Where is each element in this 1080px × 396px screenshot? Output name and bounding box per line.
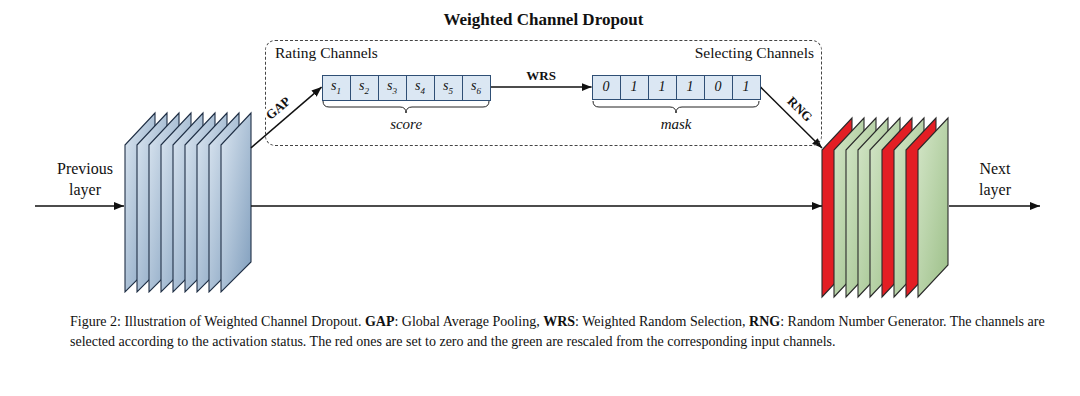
cell-value: 1: [631, 79, 638, 95]
cell-value: s4: [415, 78, 425, 99]
edge-label: GAP: [262, 92, 296, 124]
input-feature-stack: Previous layer: [125, 113, 251, 293]
vector-cell: 0: [592, 75, 621, 100]
brace: [323, 101, 489, 113]
output-feature-stack: Next layer: [822, 118, 948, 297]
edge-label: RNG: [783, 92, 817, 126]
brace: [593, 101, 759, 113]
vector-cell: s5: [434, 75, 463, 102]
output-arrow: [949, 205, 1040, 207]
score-vector: scores1s2s3s4s5s6: [322, 75, 491, 100]
mask-vector: mask011101: [592, 75, 761, 100]
node-label: Rating Channels: [275, 43, 378, 63]
vector-cell: s2: [350, 75, 379, 102]
node-label: Next layer: [970, 158, 1020, 200]
cell-value: s2: [359, 78, 369, 99]
cell-value: s6: [471, 78, 481, 99]
connector-arrow: [761, 87, 822, 148]
input-stack-drawing: [125, 113, 251, 292]
vector-cell: s3: [378, 75, 407, 102]
feature-map: [221, 113, 251, 292]
input-arrow: [35, 205, 124, 207]
cell-value: 1: [659, 79, 666, 95]
edge-label: WRS: [524, 68, 558, 83]
dropout-region: Weighted Channel DropoutRating ChannelsS…: [265, 40, 822, 146]
kept-map: [918, 118, 948, 297]
vector-cell: s1: [322, 75, 351, 102]
node-label: Previous layer: [50, 158, 120, 200]
output-stack-drawing: [822, 118, 948, 297]
connector-arrow: [251, 87, 322, 148]
cell-value: 1: [687, 79, 694, 95]
node-label: score: [322, 115, 491, 133]
vector-cell: 1: [648, 75, 677, 100]
vector-cell: s6: [462, 75, 491, 102]
cell-value: s3: [387, 78, 397, 99]
cell-value: 1: [743, 79, 750, 95]
block-title: Weighted Channel Dropout: [266, 9, 821, 31]
cell-value: 0: [603, 79, 610, 95]
figure-caption: Figure 2: Illustration of Weighted Chann…: [70, 312, 1055, 352]
vector-cell: 1: [732, 75, 761, 100]
cell-value: s1: [331, 78, 341, 99]
cell-value: 0: [715, 79, 722, 95]
connector-arrow: [251, 205, 822, 207]
cell-value: s5: [443, 78, 453, 99]
node-label: Selecting Channels: [695, 43, 814, 63]
vector-cell: 1: [676, 75, 705, 100]
vector-cell: 1: [620, 75, 649, 100]
vector-cell: 0: [704, 75, 733, 100]
node-label: mask: [592, 115, 761, 133]
vector-cell: s4: [406, 75, 435, 102]
connector-arrow: [491, 86, 592, 88]
